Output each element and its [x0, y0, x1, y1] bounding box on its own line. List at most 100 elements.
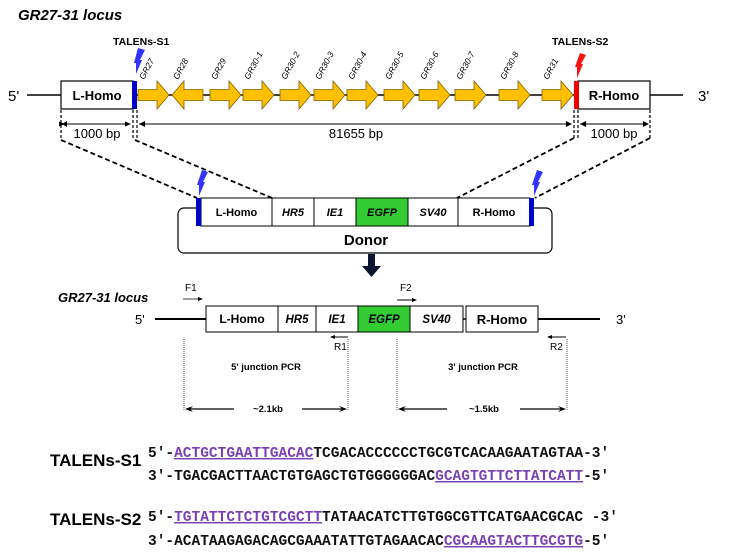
talen-site-2-bar: [574, 81, 579, 109]
gene-label-gr30-8: GR30-8: [498, 50, 521, 81]
donor-segment-label-hr5: HR5: [282, 207, 305, 219]
gene-label-gr30-2: GR30-2: [279, 50, 302, 81]
bottom-segment-hr5: [277, 305, 317, 333]
donor-segment-label-egfp: EGFP: [367, 207, 398, 219]
pcr-5-arrowhead-left: [185, 406, 193, 412]
donor-cut-2-lightning-icon: [532, 170, 543, 196]
top-five-prime: 5': [8, 88, 19, 105]
donor-segment-hr5: [271, 197, 315, 227]
pcr-3-arrowhead-left: [398, 406, 406, 412]
strand-prefix: 3′-: [148, 534, 174, 550]
talen-site-1-label: TALENs-S1: [113, 36, 170, 48]
pcr-5-label: 5' junction PCR: [231, 362, 301, 373]
strand-prefix: 3′-: [148, 469, 174, 485]
donor-right-site-bar: [529, 198, 534, 226]
talen-s2-top-strand: 5′-TGTATTCTCTGTCGCTTTATAACATCTTGTGGCGTTC…: [148, 510, 618, 526]
middle-length-label: 81655 bp: [329, 126, 383, 141]
donor-segment-egfp: [355, 197, 409, 227]
bottom-segment-label-l-homo: L-Homo: [219, 312, 264, 326]
top-locus-title: GR27-31 locus: [18, 7, 122, 24]
bottom-segment-sv40: [409, 305, 464, 333]
gene-label-gr30-6: GR30-6: [418, 50, 441, 81]
left-length-marker: [59, 110, 138, 138]
spacer-sequence: TATAACATCTTGTGGCGTTCATGAACGCAC: [322, 510, 583, 526]
talen-site-2-label: TALENs-S2: [552, 36, 609, 48]
donor-label: Donor: [344, 232, 388, 249]
primer-r1-arrowhead: [330, 335, 335, 339]
talen-s1-bottom-strand: 3′-TGACGACTTAACTGTGAGCTGTGGGGGGACGCAGTGT…: [148, 469, 609, 485]
spacer-sequence: ACATAAGAGACAGCGAAATATTGTAGAACAC: [174, 534, 444, 550]
donor-segment-label-r-homo: R-Homo: [473, 207, 516, 219]
talen-s2-bottom-strand: 3′-ACATAAGAGACAGCGAAATATTGTAGAACACCGCAAG…: [148, 534, 609, 550]
donor-segment-label-ie1: IE1: [327, 207, 344, 219]
pcr-5-size: ~2.1kb: [253, 404, 283, 415]
spacer-sequence: TGACGACTTAACTGTGAGCTGTGGGGGGAC: [174, 469, 435, 485]
gene-arrow-gr31: [541, 79, 574, 111]
bottom-locus-title: GR27-31 locus: [58, 290, 148, 305]
donor-segment-l-homo: [200, 197, 273, 227]
right-length-marker: [580, 121, 649, 127]
bottom-segment-egfp: [357, 305, 411, 333]
bottom-five-prime: 5': [135, 312, 145, 327]
strand-suffix: -5′: [583, 469, 609, 485]
right-length-label: 1000 bp: [591, 126, 638, 141]
primer-f2-label: F2: [400, 283, 412, 294]
gene-label-gr30-3: GR30-3: [313, 50, 336, 81]
talen-s2-seq-label: TALENs-S2: [50, 510, 141, 529]
gene-arrow-gr30-8: [498, 79, 531, 111]
talen-cut-1-lightning-icon: [134, 48, 145, 74]
bottom-segment-label-egfp: EGFP: [368, 314, 400, 326]
left-length-label: 1000 bp: [74, 126, 121, 141]
primer-r2-label: R2: [550, 342, 563, 353]
donor-segment-ie1: [313, 197, 357, 227]
bottom-segment-label-r-homo: R-Homo: [477, 312, 528, 327]
strand-prefix: 5′-: [148, 510, 174, 526]
primer-r2-arrowhead: [547, 335, 552, 339]
gene-label-gr30-4: GR30-4: [346, 50, 369, 81]
top-right-homology-box: [577, 80, 651, 110]
gene-arrow-gr30-5: [383, 79, 416, 111]
primer-f1-arrowhead: [198, 297, 203, 301]
pcr-5-bracket: [183, 339, 349, 411]
pcr-3-arrowhead-right: [558, 406, 566, 412]
gene-arrow-gr30-7: [454, 79, 487, 111]
top-left-homology-box: [60, 80, 134, 110]
strand-prefix: 5′-: [148, 446, 174, 462]
spacer-sequence: TCGACACCCCCCTGCGTCACAAGAATAGTAA: [313, 446, 583, 462]
strand-suffix: -5′: [583, 534, 609, 550]
primer-r1-label: R1: [334, 342, 347, 353]
top-right-homology-label: R-Homo: [589, 88, 640, 103]
talen-binding-site: GCAGTGTTCTTATCATT: [435, 469, 583, 485]
gene-arrow-gr30-6: [418, 79, 451, 111]
down-arrow-icon: [362, 254, 381, 277]
donor-segment-label-l-homo: L-Homo: [216, 207, 258, 219]
talen-site-1-bar: [132, 81, 137, 109]
talen-binding-site: ACTGCTGAATTGACAC: [174, 446, 314, 462]
strand-suffix: -3′: [583, 446, 609, 462]
talen-cut-2-lightning-icon: [575, 53, 586, 78]
primer-f1-label: F1: [185, 283, 197, 294]
middle-length-marker: [139, 110, 651, 138]
bottom-segment-r-homo: [465, 305, 539, 333]
primer-f2-arrowhead: [412, 298, 417, 302]
gene-label-gr30-5: GR30-5: [383, 50, 406, 81]
pcr-5-arrowhead-right: [339, 406, 347, 412]
gene-arrow-gr30-4: [346, 79, 379, 111]
pcr-3-label: 3' junction PCR: [448, 362, 518, 373]
talen-binding-site: CGCAAGTACTTGCGTG: [444, 534, 583, 550]
gene-arrow-gr28: [171, 79, 204, 111]
gene-arrow-gr30-3: [313, 79, 346, 111]
bottom-segment-label-hr5: HR5: [285, 314, 309, 326]
gene-label-gr30-7: GR30-7: [454, 50, 477, 81]
gene-label-gr29: GR29: [209, 56, 228, 81]
donor-segment-sv40: [407, 197, 459, 227]
donor-segment-r-homo: [457, 197, 531, 227]
gene-arrow-gr29: [209, 79, 242, 111]
top-left-homology-label: L-Homo: [72, 88, 121, 103]
talen-s1-seq-label: TALENs-S1: [50, 451, 141, 470]
gene-label-gr30-1: GR30-1: [242, 50, 265, 81]
gene-arrow-gr27: [137, 79, 170, 111]
